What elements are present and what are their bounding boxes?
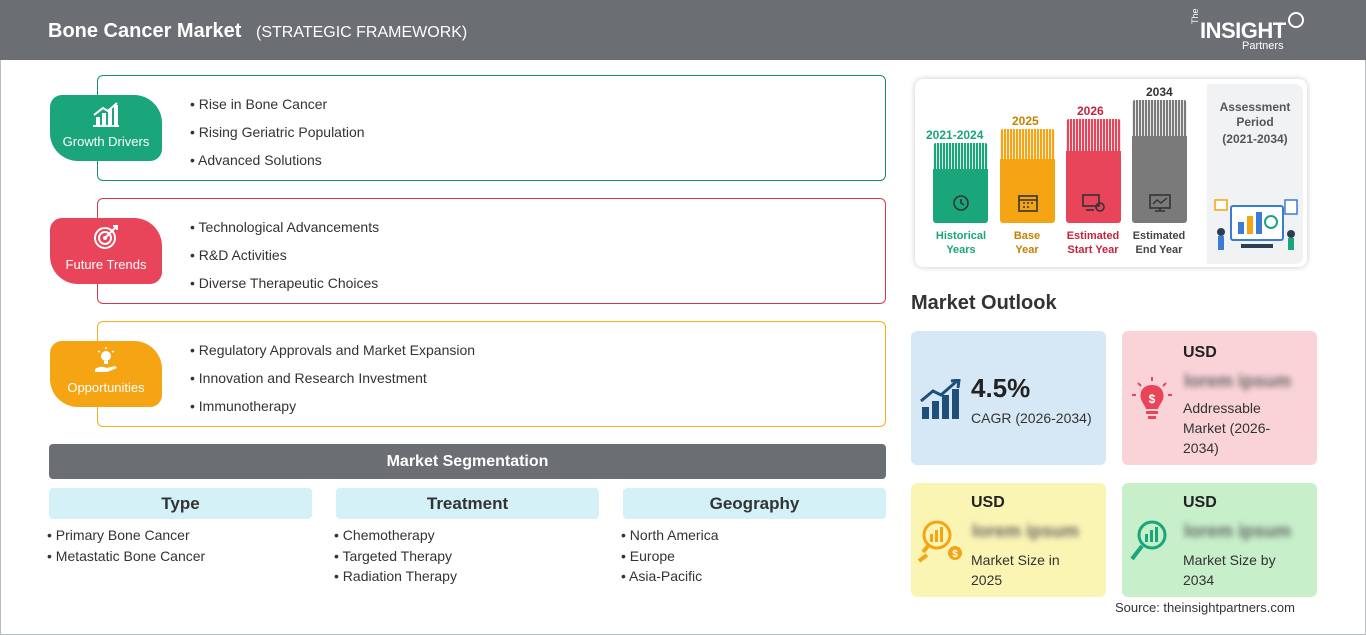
segment-geography-header: Geography <box>623 488 886 519</box>
end-monitor-icon <box>1149 194 1171 212</box>
list-item: North America <box>621 527 719 548</box>
size-2025-currency: USD <box>971 494 1005 511</box>
list-item: Technological Advancements <box>190 219 380 247</box>
timeline-year-historical: 2021-2024 <box>926 128 984 142</box>
addressable-currency: USD <box>1183 344 1217 361</box>
header-bar: Bone Cancer Market (STRATEGIC FRAMEWORK)… <box>0 0 1366 60</box>
growth-chart-icon <box>920 379 961 419</box>
future-trends-panel: Technological Advancements R&D Activitie… <box>97 198 886 304</box>
addressable-market-card: $ USD lorem ipsum Addressable Market (20… <box>1122 331 1317 465</box>
list-item: Metastatic Bone Cancer <box>47 548 205 569</box>
size-2034-value: lorem ipsum <box>1184 521 1292 541</box>
timeline-year-base: 2025 <box>1012 114 1039 128</box>
opportunities-badge: Opportunities <box>50 341 162 407</box>
size-2034-label: Market Size by 2034 <box>1183 552 1276 588</box>
logo-circle-icon <box>1288 12 1304 28</box>
source-citation: Source: theinsightpartners.com <box>1115 600 1295 615</box>
list-item: Diverse Therapeutic Choices <box>190 275 379 303</box>
addressable-label: Addressable Market (2026-2034) <box>1183 400 1271 456</box>
list-item: Advanced Solutions <box>190 152 365 180</box>
timeline-year-end: 2034 <box>1146 85 1173 99</box>
segment-treatment-header: Treatment <box>336 488 599 519</box>
size-2025-label: Market Size in 2025 <box>971 552 1060 588</box>
list-item: Primary Bone Cancer <box>47 527 205 548</box>
page-subtitle: (STRATEGIC FRAMEWORK) <box>256 24 468 41</box>
segment-treatment-list: Chemotherapy Targeted Therapy Radiation … <box>334 527 457 589</box>
bar-chart-icon <box>50 101 162 127</box>
insight-partners-logo[interactable]: The INSIGHT Partners <box>1190 8 1310 54</box>
future-trends-badge: Future Trends <box>50 218 162 284</box>
market-size-2025-card: $ USD lorem ipsum Market Size in 2025 <box>911 483 1106 597</box>
list-item: Immunotherapy <box>190 398 475 426</box>
list-item: Europe <box>621 548 719 569</box>
list-item: Targeted Therapy <box>334 548 457 569</box>
size-2025-value: lorem ipsum <box>972 521 1080 541</box>
list-item: Regulatory Approvals and Market Expansio… <box>190 342 475 370</box>
cagr-value: 4.5% <box>971 373 1031 403</box>
lightbulb-hand-icon <box>50 347 162 373</box>
list-item: Asia-Pacific <box>621 568 719 589</box>
market-size-2034-card: USD lorem ipsum Market Size by 2034 <box>1122 483 1317 597</box>
start-presentation-icon <box>1082 194 1105 212</box>
growth-drivers-list: Rise in Bone Cancer Rising Geriatric Pop… <box>190 96 365 180</box>
target-icon <box>50 224 162 250</box>
calendar-icon <box>1018 195 1038 212</box>
market-outlook-title: Market Outlook <box>911 292 1057 314</box>
timeline-year-start: 2026 <box>1077 104 1104 118</box>
segment-type-list: Primary Bone Cancer Metastatic Bone Canc… <box>47 527 205 568</box>
assessment-period-box: Assessment Period (2021-2034) <box>1207 84 1303 264</box>
list-item: Radiation Therapy <box>334 568 457 589</box>
magnifier-chart-icon: $ <box>917 520 962 563</box>
list-item: Rising Geriatric Population <box>190 124 365 152</box>
magnifier-growth-icon <box>1130 520 1167 561</box>
size-2034-currency: USD <box>1183 494 1217 511</box>
list-item: R&D Activities <box>190 247 379 275</box>
segment-geography-list: North America Europe Asia-Pacific <box>621 527 719 589</box>
list-item: Innovation and Research Investment <box>190 370 475 398</box>
addressable-value: lorem ipsum <box>1184 371 1292 391</box>
history-clock-icon <box>953 195 969 211</box>
cagr-label: CAGR (2026-2034) <box>971 410 1092 426</box>
list-item: Chemotherapy <box>334 527 457 548</box>
page-title: Bone Cancer Market <box>48 20 242 42</box>
svg-text:$: $ <box>1149 392 1156 406</box>
svg-text:$: $ <box>952 549 958 560</box>
assessment-period-range: (2021-2034) <box>1222 132 1288 146</box>
assessment-period-title: Assessment Period <box>1219 100 1291 129</box>
future-trends-label: Future Trends <box>65 257 147 272</box>
list-item: Rise in Bone Cancer <box>190 96 365 124</box>
cagr-card: 4.5% CAGR (2026-2034) <box>911 331 1106 465</box>
opportunities-label: Opportunities <box>67 380 145 395</box>
market-segmentation-header: Market Segmentation <box>49 444 886 479</box>
analytics-dashboard-icon <box>1214 199 1298 250</box>
growth-drivers-badge: Growth Drivers <box>50 95 162 161</box>
dollar-bulb-icon: $ <box>1132 377 1172 419</box>
future-trends-list: Technological Advancements R&D Activitie… <box>190 219 380 303</box>
growth-drivers-panel: Rise in Bone Cancer Rising Geriatric Pop… <box>97 75 886 181</box>
segment-type-header: Type <box>49 488 312 519</box>
growth-drivers-label: Growth Drivers <box>62 134 150 149</box>
opportunities-panel: Regulatory Approvals and Market Expansio… <box>97 321 886 427</box>
opportunities-list: Regulatory Approvals and Market Expansio… <box>190 342 475 426</box>
